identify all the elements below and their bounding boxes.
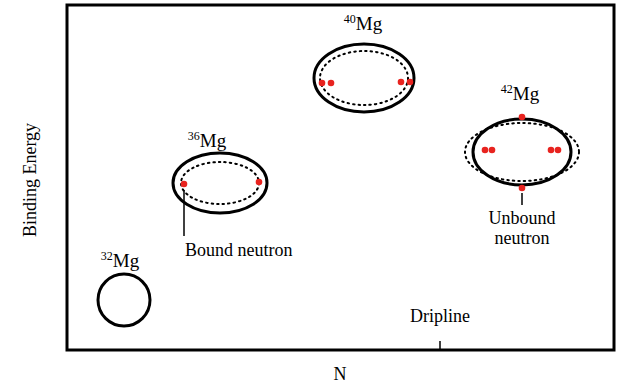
dripline-tick bbox=[439, 341, 441, 350]
neutron-dot bbox=[489, 147, 496, 154]
annotation-label: Unbound neutron bbox=[481, 208, 563, 248]
nucleus-ellipse bbox=[173, 153, 267, 213]
neutron-dot bbox=[398, 79, 405, 86]
neutron-dot bbox=[519, 114, 526, 121]
isotope-label: 36Mg bbox=[155, 130, 259, 152]
isotope-shape: 40Mg bbox=[309, 13, 419, 117]
nucleus-ellipse bbox=[98, 274, 150, 326]
annotation-label: N bbox=[334, 364, 347, 384]
leader-line bbox=[521, 193, 523, 205]
nucleus-ellipse bbox=[314, 44, 414, 112]
neutron-dot bbox=[256, 179, 263, 186]
nucleus-outline bbox=[168, 148, 272, 218]
annotation-label: Dripline bbox=[410, 306, 470, 326]
dotted-core bbox=[181, 162, 259, 204]
plot-frame bbox=[67, 5, 614, 350]
neutron-dot bbox=[555, 147, 562, 154]
neutron-dot bbox=[181, 181, 188, 188]
nucleus-outline bbox=[309, 39, 419, 117]
isotope-label: 42Mg bbox=[458, 83, 582, 105]
isotope-label: 40Mg bbox=[308, 13, 418, 35]
isotope-label: 32Mg bbox=[89, 250, 151, 272]
neutron-dot bbox=[548, 147, 555, 154]
annotation-label: Binding Energy bbox=[20, 123, 40, 237]
annotation-label: Bound neutron bbox=[185, 240, 293, 260]
isotope-shape: 42Mg bbox=[460, 83, 584, 190]
neutron-dot bbox=[328, 80, 335, 87]
neutron-dot bbox=[407, 79, 414, 86]
nucleus-outline bbox=[460, 114, 584, 190]
neutron-dot bbox=[519, 185, 526, 192]
dotted-core bbox=[320, 51, 408, 105]
leader-line bbox=[183, 190, 185, 236]
isotope-shape: 32Mg bbox=[93, 250, 155, 331]
nucleus-outline bbox=[93, 269, 155, 331]
neutron-dot bbox=[482, 147, 489, 154]
dotted-core bbox=[465, 123, 579, 181]
neutron-dot bbox=[319, 80, 326, 87]
isotope-shape: 36Mg bbox=[168, 130, 272, 218]
